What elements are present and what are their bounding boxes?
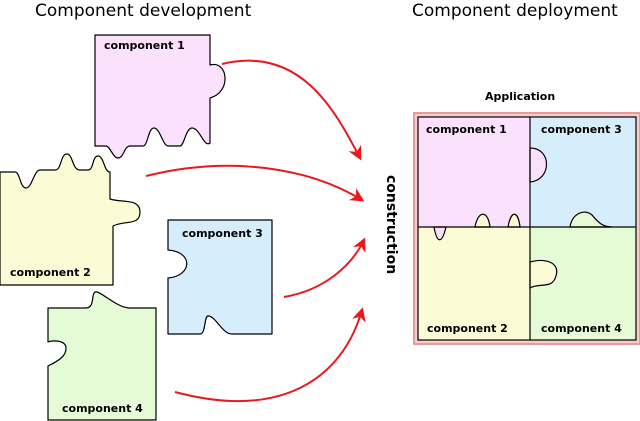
arrow-component-4 bbox=[174, 307, 366, 402]
component-4-label: component 4 bbox=[62, 402, 143, 415]
app-component-4-label: component 4 bbox=[541, 322, 622, 335]
component-3-piece bbox=[167, 219, 273, 335]
component-3-label: component 3 bbox=[182, 227, 263, 240]
app-component-2-label: component 2 bbox=[427, 322, 508, 335]
arrow-component-2 bbox=[145, 164, 365, 202]
app-inner-border bbox=[417, 116, 637, 341]
app-component-3-area bbox=[530, 117, 636, 227]
component-4-piece bbox=[47, 291, 157, 421]
application-title: Application bbox=[485, 90, 555, 103]
construction-label: construction bbox=[383, 175, 399, 274]
app-component-3-label: component 3 bbox=[541, 123, 622, 136]
component-2-piece bbox=[0, 153, 141, 286]
app-component-1-label: component 1 bbox=[426, 123, 507, 136]
component-1-label: component 1 bbox=[104, 39, 185, 52]
app-tab-2-4 bbox=[529, 259, 558, 290]
component-2-label: component 2 bbox=[10, 266, 91, 279]
arrow-component-1 bbox=[221, 59, 362, 161]
app-component-1-area bbox=[418, 117, 530, 227]
arrow-component-3 bbox=[283, 237, 366, 298]
title-development: Component development bbox=[35, 1, 252, 21]
title-deployment: Component deployment bbox=[412, 1, 618, 21]
component-1-piece bbox=[94, 34, 226, 159]
app-component-2-area bbox=[418, 227, 530, 340]
